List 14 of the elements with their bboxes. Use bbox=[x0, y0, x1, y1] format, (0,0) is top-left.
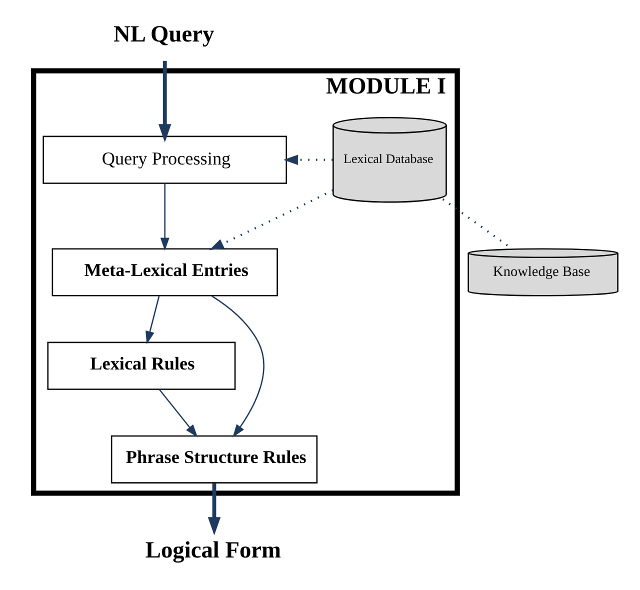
node-box: Lexical Rules bbox=[46, 342, 236, 390]
node-box: Query Processing bbox=[42, 136, 287, 184]
arrow bbox=[160, 183, 169, 251]
node-text: Logical Form bbox=[144, 537, 281, 564]
arrow bbox=[158, 389, 198, 438]
arrow bbox=[208, 189, 333, 250]
arrow bbox=[282, 154, 332, 165]
node-box: Phrase Structure Rules bbox=[110, 435, 318, 484]
node-text: NL Query bbox=[113, 21, 214, 48]
node-box: Meta-Lexical Entries bbox=[51, 248, 278, 296]
arrow bbox=[207, 483, 220, 536]
arrow bbox=[145, 296, 160, 344]
arrow bbox=[158, 60, 171, 142]
arrow bbox=[210, 295, 264, 438]
